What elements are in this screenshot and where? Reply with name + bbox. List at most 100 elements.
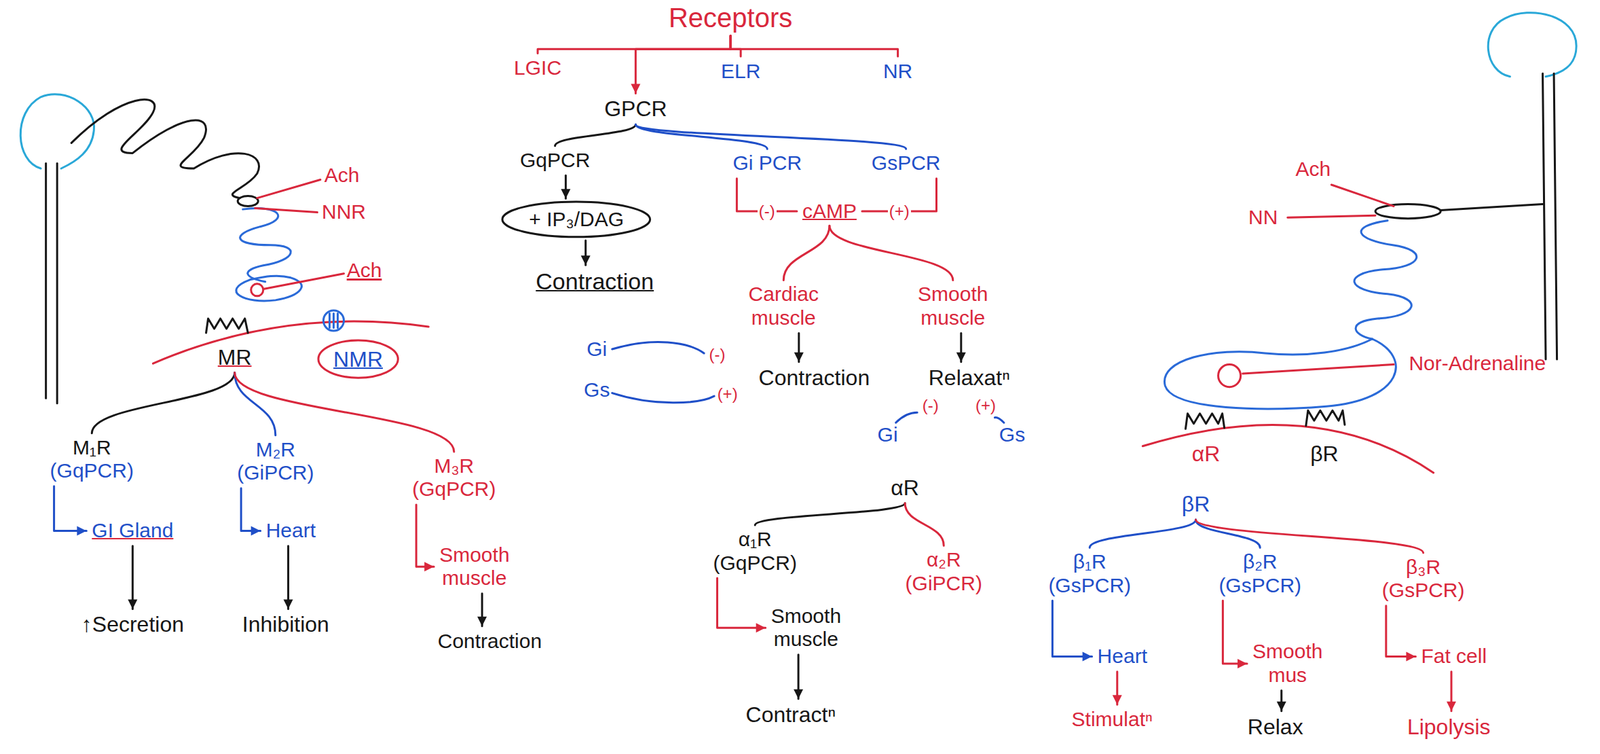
annotation-label: NNR [321,200,366,225]
connector-line [1196,519,1424,553]
receptor-term: NR [880,58,916,85]
cell-membrane [152,321,429,364]
term-text: Inhibition [242,611,330,637]
annotation-label: Gs [999,422,1026,447]
receptor-term: Smooth muscle [436,541,512,592]
receptor-symbol [206,318,249,333]
annotation-label: Nor-Adrenaline [1408,351,1546,376]
cell-membrane [1142,424,1434,473]
arrow-connector [581,240,591,265]
receptor-term: αR [887,473,922,502]
receptor-term: βR [1179,490,1214,518]
leader-line [257,179,321,199]
arrow-head [477,616,487,626]
annotation-label: (+) [975,395,996,415]
receptor-term: Inhibition [239,610,332,639]
term-text: ELR [720,59,761,84]
arrow-connector [793,654,804,699]
term-text: Smooth muscle [771,604,842,651]
connector-line [1386,605,1417,657]
term-text: GPCR [604,96,667,122]
leader-line [255,208,318,213]
connector-line [730,35,898,57]
arrow-connector [127,545,138,609]
arrow-connector [560,175,571,199]
term-text: cAMP [802,199,857,224]
receptor-term: GsPCR [868,150,944,177]
arrow-head [581,255,591,265]
arrow-head [424,561,434,571]
annotation-label: αR [1192,441,1221,467]
receptor-term: GI Gland [88,517,176,544]
term-text: Relaxatⁿ [928,365,1011,391]
receptor-symbol [1306,410,1345,426]
receptor-term: β₃R(GsPCR) [1379,553,1468,604]
circled-term: NMR [317,338,400,379]
term-text: Fat cell [1420,644,1487,668]
receptor-term: Relaxatⁿ [925,363,1013,392]
term-text: Contraction [535,268,654,295]
arrow-connector [54,486,87,536]
connector-line [829,225,954,280]
receptor-term: Contraction [435,627,545,655]
receptor-term: Receptors [665,0,795,35]
term-text: LGIC [513,56,562,81]
connector-line [1196,519,1261,548]
term-text: αR [890,475,920,501]
receptor-type-text: (GqPCR) [50,458,134,483]
arrow-connector [1112,671,1123,705]
leader-line [1331,184,1394,207]
receptor-term: β₁R(GsPCR) [1045,548,1134,599]
arrow-head [1112,694,1123,704]
arrow-head [794,352,804,362]
branch-connector [904,503,944,546]
branch-connector [1196,519,1261,548]
branch-connector [730,35,741,57]
leader-line [1242,364,1394,375]
term-text: NMR [333,346,383,372]
term-text: β₁R [1048,549,1131,574]
term-text: Heart [1097,644,1148,668]
ellipse-outline-shape [318,340,398,378]
annotation-label: (+) [717,384,738,404]
regulation-curve [612,393,715,403]
arrow-head [1237,658,1248,668]
spinal-line [1542,73,1547,360]
leader-line [1287,215,1376,218]
receptor-term: Contraction [532,266,657,296]
illustration-group [20,12,1577,473]
arrow-connector [416,504,434,571]
receptor-term: M₁R(GqPCR) [47,434,137,485]
receptor-term: GqPCR [517,147,593,174]
connector-line [1222,600,1248,664]
term-text: ↑Secretion [81,611,184,637]
vesicle [1218,364,1241,387]
receptor-type-text: (GsPCR) [1382,578,1465,603]
receptor-term: M₃R(GqPCR) [409,452,499,503]
connector-line [537,35,731,54]
term-text: α₁R [713,527,797,552]
connector-line [1089,519,1196,548]
branch-connector [630,35,731,94]
arrow-head [76,526,87,536]
receptor-term: Fat cell [1418,642,1490,670]
nerve-terminal [1164,338,1397,409]
term-text: β₃R [1382,555,1465,580]
branch-connector [1196,519,1424,553]
arrow-head [127,598,138,609]
arrow-head [630,83,641,93]
term-text: Gi PCR [732,151,802,176]
arrow-head [956,352,966,362]
regulation-curve [896,412,918,423]
connector-line [904,503,944,546]
term-text: GsPCR [871,151,941,176]
receptor-term: LGIC [511,54,565,82]
annotation-label: NN [1248,205,1278,230]
arrow-head [1082,650,1093,661]
term-text: Relax [1247,714,1304,740]
annotation-label: Gi [877,422,899,447]
connector-line [730,35,741,57]
preganglionic-fiber [1440,204,1543,211]
term-text: Lipolysis [1407,714,1491,740]
receptor-term: Lipolysis [1404,712,1494,741]
